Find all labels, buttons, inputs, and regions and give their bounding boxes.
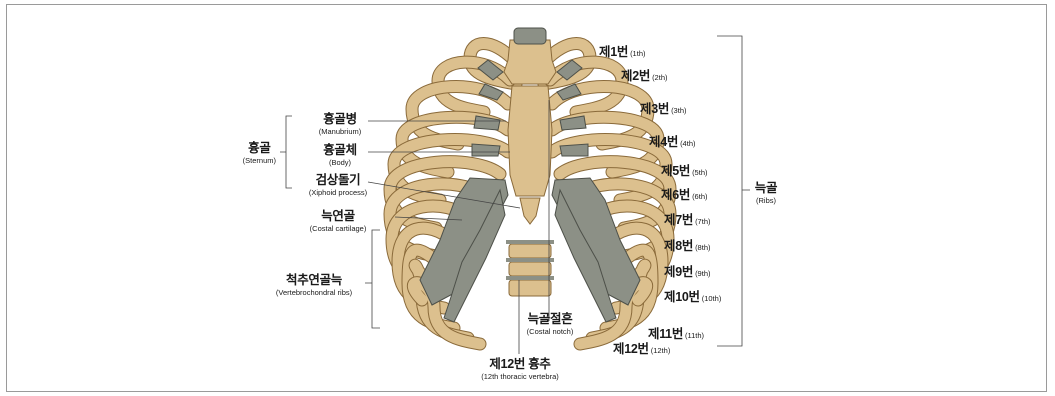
first-vertebra-top: [514, 28, 546, 44]
rib-label-ko: 제12번: [613, 342, 649, 356]
rib-label-ko: 제2번: [621, 69, 650, 83]
rib-label-en: (2th): [652, 73, 667, 82]
sternum-label: 흉골 (Sternum): [243, 142, 276, 164]
vertebra: [509, 280, 551, 296]
spine: [506, 240, 554, 296]
rib-label-12: 제12번(12th): [613, 341, 670, 357]
intervertebral-disc: [506, 276, 554, 280]
manubrium-label: 흉골병 (Manubrium): [319, 113, 362, 135]
vertebrochondral-label-en: (Vertebrochondral ribs): [276, 289, 352, 297]
vertebrochondral-bracket: [365, 230, 380, 328]
sternum-bone: [504, 28, 556, 224]
costal-notch-label-en: (Costal notch): [527, 328, 574, 336]
body-label-en: (Body): [323, 159, 357, 167]
sternum-bracket: [280, 116, 292, 188]
thoracic-vertebra-label-ko: 제12번 흉추: [481, 358, 559, 371]
rib-label-10: 제10번(10th): [664, 289, 721, 305]
rib-label-ko: 제10번: [664, 290, 700, 304]
rib-label-2: 제2번(2th): [621, 68, 667, 84]
costal-notch-label: 늑골절흔 (Costal notch): [527, 313, 574, 335]
rib-label-ko: 제8번: [664, 239, 693, 253]
rib-label-en: (5th): [692, 168, 707, 177]
xiphoid-label-en: (Xiphoid process): [309, 189, 367, 197]
rib-label-3: 제3번(3th): [640, 101, 686, 117]
rib-label-en: (12th): [651, 346, 671, 355]
xiphoid-label: 검상돌기 (Xiphoid process): [309, 174, 367, 196]
ribs-bracket: [717, 36, 750, 346]
ribs-label: 늑골 (Ribs): [755, 182, 777, 204]
rib-label-ko: 제11번: [648, 327, 683, 341]
rib-label-en: (11th): [685, 331, 704, 340]
rib-label-ko: 제7번: [664, 213, 693, 227]
thoracic-vertebra-label: 제12번 흉추 (12th thoracic vertebra): [481, 358, 559, 380]
manubrium-label-ko: 흉골병: [319, 113, 362, 126]
rib-label-ko: 제9번: [664, 265, 693, 279]
rib-label-5: 제5번(5th): [661, 163, 707, 179]
rib-label-ko: 제6번: [661, 188, 690, 202]
rib-label-7: 제7번(7th): [664, 212, 710, 228]
body-label: 흉골체 (Body): [323, 144, 357, 166]
costal-cartilage-label-ko: 늑연골: [310, 210, 367, 223]
rib-label-en: (10th): [702, 294, 722, 303]
rib-label-ko: 제4번: [649, 135, 678, 149]
rib-label-11: 제11번(11th): [648, 326, 704, 342]
rib-label-ko: 제3번: [640, 102, 669, 116]
rib-label-4: 제4번(4th): [649, 134, 695, 150]
costal-cartilage-label: 늑연골 (Costal cartilage): [310, 210, 367, 232]
costal-notch-label-ko: 늑골절흔: [527, 313, 574, 326]
ribs-label-ko: 늑골: [755, 182, 777, 195]
rib-label-9: 제9번(9th): [664, 264, 710, 280]
xiphoid-shape: [520, 198, 540, 224]
intervertebral-disc: [506, 258, 554, 262]
rib-label-en: (8th): [695, 243, 710, 252]
vertebrochondral-label-ko: 척추연골늑: [276, 274, 352, 287]
vertebra: [509, 244, 551, 258]
rib-label-en: (3th): [671, 106, 686, 115]
rib-label-en: (4th): [680, 139, 695, 148]
sternum-body-shape: [508, 86, 552, 196]
sternum-label-ko: 흉골: [243, 142, 276, 155]
rib-label-en: (9th): [695, 269, 710, 278]
rib-label-en: (6th): [692, 192, 707, 201]
thoracic-vertebra-label-en: (12th thoracic vertebra): [481, 373, 559, 381]
intervertebral-disc: [506, 240, 554, 244]
manubrium-shape: [504, 40, 556, 84]
vertebra: [509, 262, 551, 276]
ribs-label-en: (Ribs): [755, 197, 777, 205]
manubrium-label-en: (Manubrium): [319, 128, 362, 136]
vertebrochondral-label: 척추연골늑 (Vertebrochondral ribs): [276, 274, 352, 296]
xiphoid-label-ko: 검상돌기: [309, 174, 367, 187]
rib-label-8: 제8번(8th): [664, 238, 710, 254]
body-label-ko: 흉골체: [323, 144, 357, 157]
rib-label-en: (1th): [630, 49, 645, 58]
rib-label-en: (7th): [695, 217, 710, 226]
costal-cartilage-label-en: (Costal cartilage): [310, 225, 367, 233]
rib-label-1: 제1번(1th): [599, 44, 645, 60]
rib-label-6: 제6번(6th): [661, 187, 707, 203]
rib-label-ko: 제1번: [599, 45, 628, 59]
sternum-label-en: (Sternum): [243, 157, 276, 165]
rib-label-ko: 제5번: [661, 164, 690, 178]
